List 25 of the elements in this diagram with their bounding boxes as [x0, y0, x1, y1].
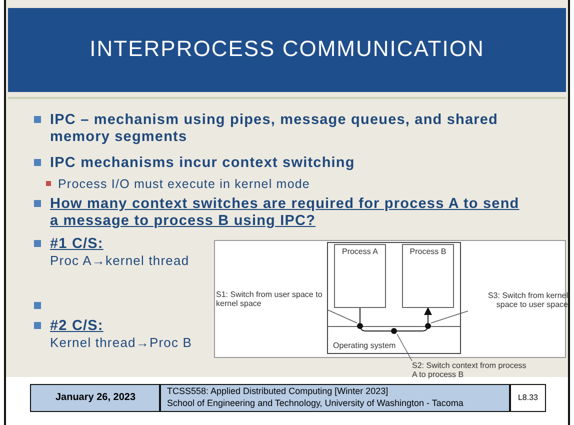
process-box — [402, 244, 454, 308]
footer-course-text: TCSS558: Applied Distributed Computing [Winter 2023] — [166, 386, 390, 396]
callout-text: S2: Switch context from process A to process B — [412, 361, 528, 379]
step-heading: #2 C/S: — [50, 318, 104, 335]
step-heading: #1 C/S: — [50, 236, 104, 253]
footer-date: January 26, 2023 — [54, 392, 137, 403]
leader-line — [328, 310, 358, 324]
process-label: Process A — [340, 247, 379, 256]
arrow — [360, 307, 432, 332]
process-box — [334, 244, 386, 308]
step-text: Kernel thread→Proc B — [50, 334, 194, 351]
callout-text: S3: Switch from kernel space to user space — [486, 291, 568, 309]
question-text: How many context switches are required for process A to send a message to process B using IPC? — [50, 196, 520, 230]
sub-bullet-text: Process I/O must execute in kernel mode — [58, 176, 311, 193]
process-label: Process B — [408, 247, 448, 256]
slide-title: INTERPROCESS COMMUNICATION — [88, 36, 486, 62]
slide-number: L8.33 — [516, 393, 540, 402]
bullet-text: IPC – mechanism using pipes, message queues, and shared memory segments — [50, 112, 500, 146]
leader-line — [430, 310, 468, 324]
kernel-label: Operating system — [333, 341, 395, 350]
bullet-text: IPC mechanisms incur context switching — [50, 155, 356, 172]
step-text: Proc A→kernel thread — [50, 252, 190, 269]
leader-line — [396, 334, 412, 362]
footer-course-text: School of Engineering and Technology, University of Washington - Tacoma — [166, 398, 464, 408]
callout-text: S1: Switch from user space to kernel space — [216, 290, 324, 308]
